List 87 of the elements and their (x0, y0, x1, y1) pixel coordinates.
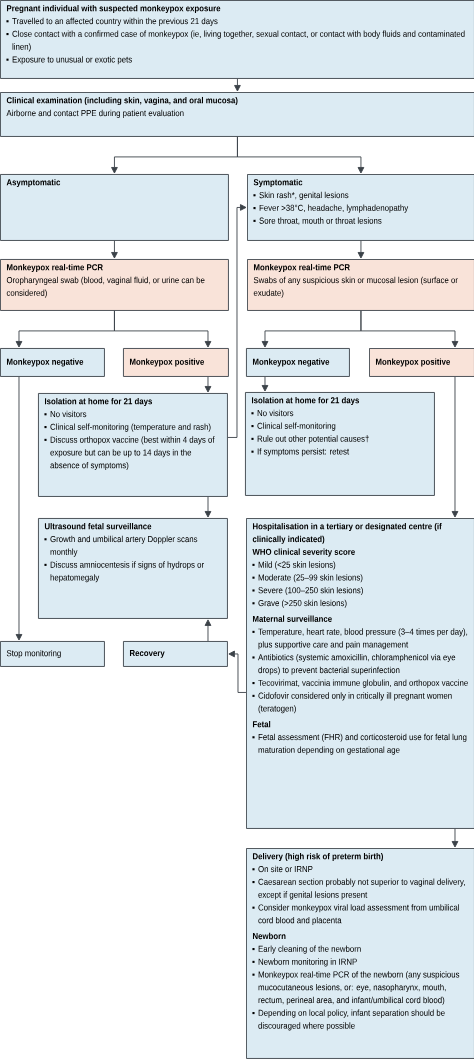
box-text: Stop monitoring (6, 649, 61, 658)
box-heading: WHO clinical severity score (252, 548, 355, 557)
process-box (0, 92, 474, 137)
bullet-item: Discuss amniocentesis if signs of hydrops or hepatomegaly (44, 561, 204, 583)
arrow (204, 376, 212, 393)
bullet-item: Consider monkeypox viral load assessment from umbilical cord blood and placenta (252, 904, 459, 926)
bullet-item: Growth and umbilical artery Doppler scans monthly (44, 535, 198, 557)
process-box (246, 518, 474, 829)
process-box (247, 174, 474, 241)
box-heading: Hospitalisation in a tertiary or designated centre (if clinically indicated) (252, 522, 442, 544)
box-heading: Fetal (253, 720, 271, 728)
bullet-item: Fetal assessment (FHR) and corticosteroid use for fetal lung maturation depending on gestational age (252, 733, 467, 755)
box-text: Oropharyngeal swab (blood, vaginal fluid, or urine can be considered) (6, 276, 205, 298)
bullet-item: Depending on local policy, infant separation should be discouraged where possible (252, 1009, 445, 1031)
bullet-item: If symptoms persist: retest (251, 448, 350, 457)
arrow (261, 376, 269, 392)
bullet-item: Travelled to an affected country within the previous 21 days (6, 17, 218, 26)
bullet-item: Clinical self-monitoring (251, 422, 336, 431)
bullet-item: Antibiotics (systemic amoxicillin, chloramphenicol via eye drops) to prevent bacterial superinfection (252, 653, 456, 675)
bullet-item: Clinical self-monitoring (temperature and rash) (44, 423, 211, 432)
bullet-item: Caesarean section probably not superior to vaginal delivery, except if genital lesions present (252, 878, 465, 900)
bullet-item: Cidofovir considered only in critically ill pregnant women (teratogen) (252, 692, 452, 714)
box-heading: Monkeypox negative (253, 358, 330, 367)
process-box (245, 392, 435, 496)
process-box (0, 348, 105, 377)
bullet-item: On site or IRNP (252, 865, 313, 873)
process-box (246, 848, 474, 1059)
bullet-item: No visitors (44, 410, 87, 418)
box-heading: Monkeypox positive (130, 358, 204, 367)
box-heading: Delivery (high risk of preterm birth) (253, 852, 383, 862)
box-heading: Monkeypox positive (376, 358, 450, 367)
bullet-item: Close contact with a confirmed case of monkeypox (ie, living together, sexual contact, or contact with body fluids and contaminated linen) (6, 30, 465, 52)
box-heading: Pregnant individual with suspected monkeypox exposure (7, 4, 221, 14)
process-box (123, 348, 229, 377)
process-box (0, 641, 105, 667)
arrow (15, 376, 23, 641)
bullet-item: Fever >38°C, headache, lymphadenopathy (253, 204, 409, 213)
box-heading: Monkeypox real-time PCR (254, 263, 350, 273)
arrow (227, 204, 247, 438)
bullet-item: Exposure to unusual or exotic pets (6, 56, 132, 65)
process-box (0, 174, 229, 241)
bullet-item: Rule out other potential causes† (251, 435, 369, 444)
arrow (111, 240, 118, 259)
box-heading: Recovery (130, 650, 165, 658)
box-heading: Isolation at home for 21 days (252, 396, 360, 406)
arrow (360, 310, 459, 348)
arrow (451, 828, 459, 848)
arrow (204, 496, 212, 518)
box-heading: Isolation at home for 21 days (45, 397, 153, 407)
bullet-item: Monkeypox real-time PCR of the newborn (any suspicious mucocutaneous lesions, or: eye, nasopharynx, mouth, rectum, perineal area, and infant/umbilical cord blood) (252, 971, 460, 1005)
box-heading: Asymptomatic (6, 178, 61, 188)
process-box (247, 259, 474, 311)
process-box (246, 348, 350, 377)
box-heading: Symptomatic (253, 178, 303, 188)
bullet-item: Sore throat, mouth or throat lesions (253, 217, 382, 225)
box-heading: Ultrasound fetal surveillance (44, 522, 152, 530)
arrow (357, 240, 365, 259)
arrow (228, 650, 247, 693)
bullet-item: Temperature, heart rate, blood pressure (3–4 times per day), plus supportive care and pain management (252, 628, 468, 650)
arrow (237, 136, 365, 174)
bullet-item: Early cleaning of the newborn (252, 945, 361, 954)
process-box (369, 348, 474, 377)
arrow (234, 78, 241, 92)
process-box (38, 518, 228, 619)
arrow (114, 310, 212, 348)
box-heading: Monkeypox real-time PCR (7, 263, 103, 273)
process-box (123, 641, 228, 667)
bullet-item: Newborn monitoring in IRNP (252, 958, 357, 967)
box-heading: Newborn (253, 932, 286, 940)
bullet-item: Severe (100–250 skin lesions) (252, 586, 363, 596)
bullet-item: No visitors (251, 409, 294, 417)
bullet-item: Skin rash*, genital lesions (253, 191, 349, 200)
box-text: Swabs of any suspicious skin or mucosal lesion (surface or exudate) (253, 276, 458, 298)
process-box (0, 259, 229, 311)
process-box (0, 0, 474, 79)
box-text: Airborne and contact PPE during patient evaluation (6, 109, 184, 118)
bullet-item: Moderate (25–99 skin lesions) (252, 574, 363, 583)
arrow (204, 619, 212, 642)
bullet-item: Grave (>250 skin lesions) (252, 599, 347, 608)
box-heading: Monkeypox negative (7, 358, 84, 367)
process-box (38, 393, 228, 497)
box-heading: Clinical examination (including skin, vagina, and oral mucosa) (6, 96, 238, 106)
arrow (451, 376, 459, 518)
box-heading: Maternal surveillance (253, 615, 332, 622)
bullet-item: Tecovirimat, vaccinia immune globulin, and orthopox vaccine (252, 679, 468, 688)
bullet-item: Discuss orthopox vaccine (best within 4 days of exposure but can be up to 14 days in the absence of symptoms) (44, 436, 215, 471)
bullet-item: Mild (<25 skin lesions) (252, 561, 336, 570)
